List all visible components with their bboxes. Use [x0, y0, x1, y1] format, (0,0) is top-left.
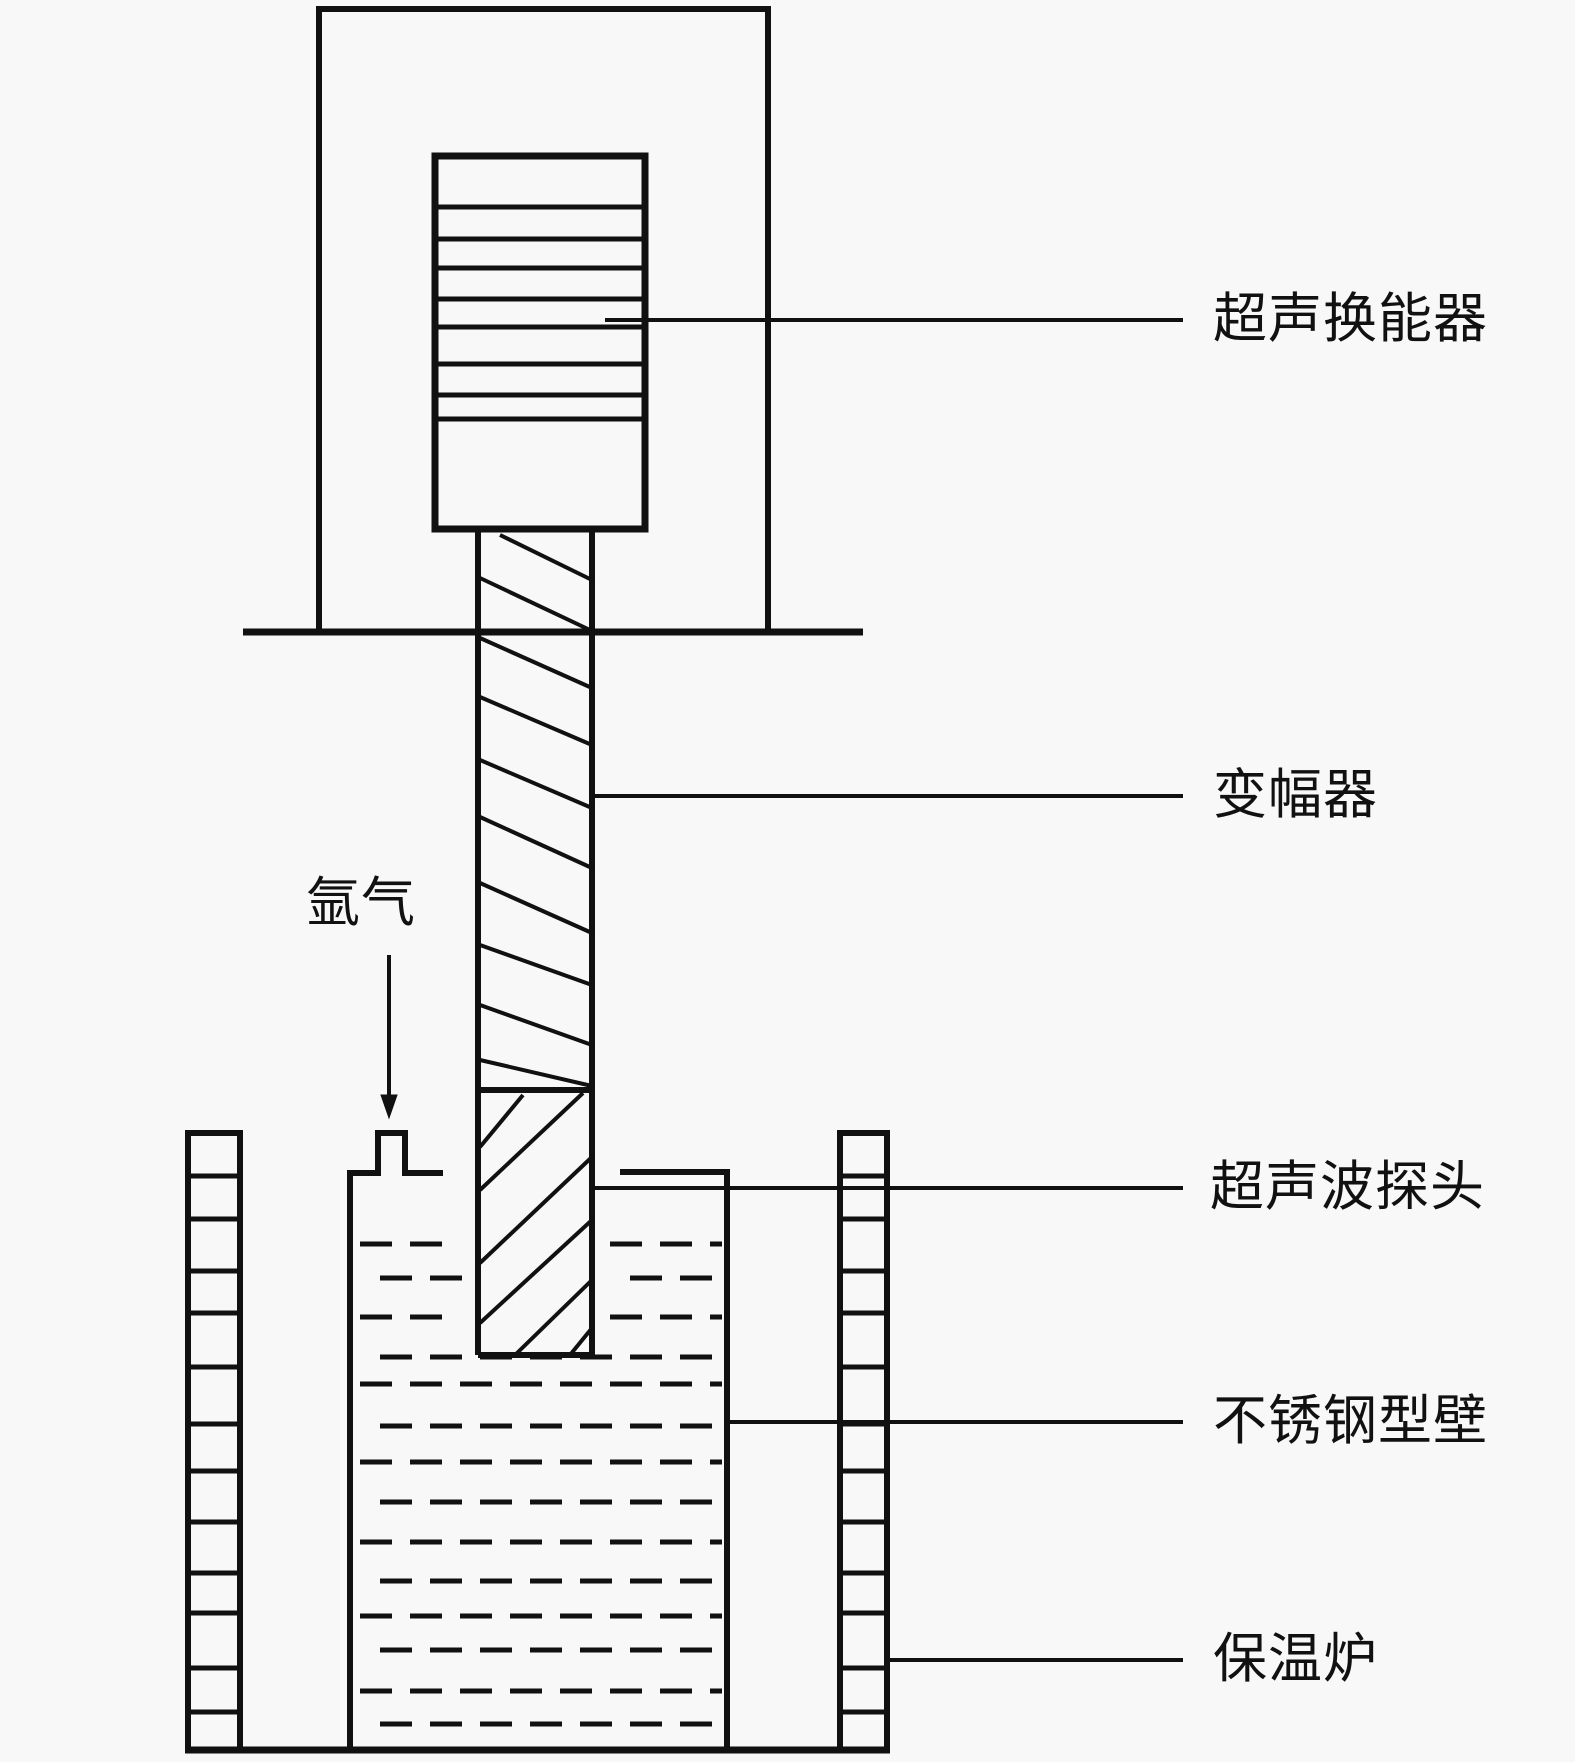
- horn-hatching: [479, 533, 593, 1088]
- ultrasonic-transducer: [431, 152, 649, 533]
- probe-hatch-line: [568, 1326, 594, 1357]
- horn-hatch-line: [479, 815, 593, 870]
- horn-hatch-line: [479, 695, 593, 747]
- label-horn: 变幅器: [1213, 763, 1378, 826]
- label-mold-wall: 不锈钢型壁: [1213, 1389, 1488, 1452]
- probe-hatch-line: [478, 1093, 525, 1149]
- horn-hatch-line: [479, 943, 593, 987]
- probe-hatch-line: [478, 1218, 594, 1325]
- furnace-wall-left: [185, 1130, 243, 1753]
- label-argon: 氩气: [306, 871, 416, 934]
- probe-hatch-line: [478, 1091, 585, 1192]
- probe-hatch-line: [478, 1155, 594, 1265]
- stainless-steel-mold-wall: [347, 1130, 443, 1750]
- probe-hatching: [478, 1091, 594, 1357]
- horn-hatch-line: [479, 758, 593, 810]
- furnace-bricks: [191, 1173, 884, 1715]
- horn-hatch-line: [479, 636, 593, 690]
- mold-wall-right: [620, 1169, 730, 1750]
- argon-arrow-head: [380, 1094, 398, 1120]
- transducer-layers: [438, 204, 642, 422]
- label-furnace: 保温炉: [1213, 1627, 1378, 1690]
- horn-hatch-line: [479, 1003, 593, 1047]
- horn-hatch-line: [479, 576, 591, 632]
- horn-hatch-line: [479, 1058, 593, 1088]
- furnace-wall-right: [837, 1130, 890, 1753]
- horn-hatch-line: [499, 533, 593, 582]
- label-probe: 超声波探头: [1210, 1155, 1485, 1218]
- label-transducer: 超声换能器: [1213, 287, 1488, 350]
- melt-dashed-lines: [360, 1241, 722, 1727]
- probe-hatch-line: [513, 1278, 594, 1357]
- horn-hatch-line: [479, 881, 593, 935]
